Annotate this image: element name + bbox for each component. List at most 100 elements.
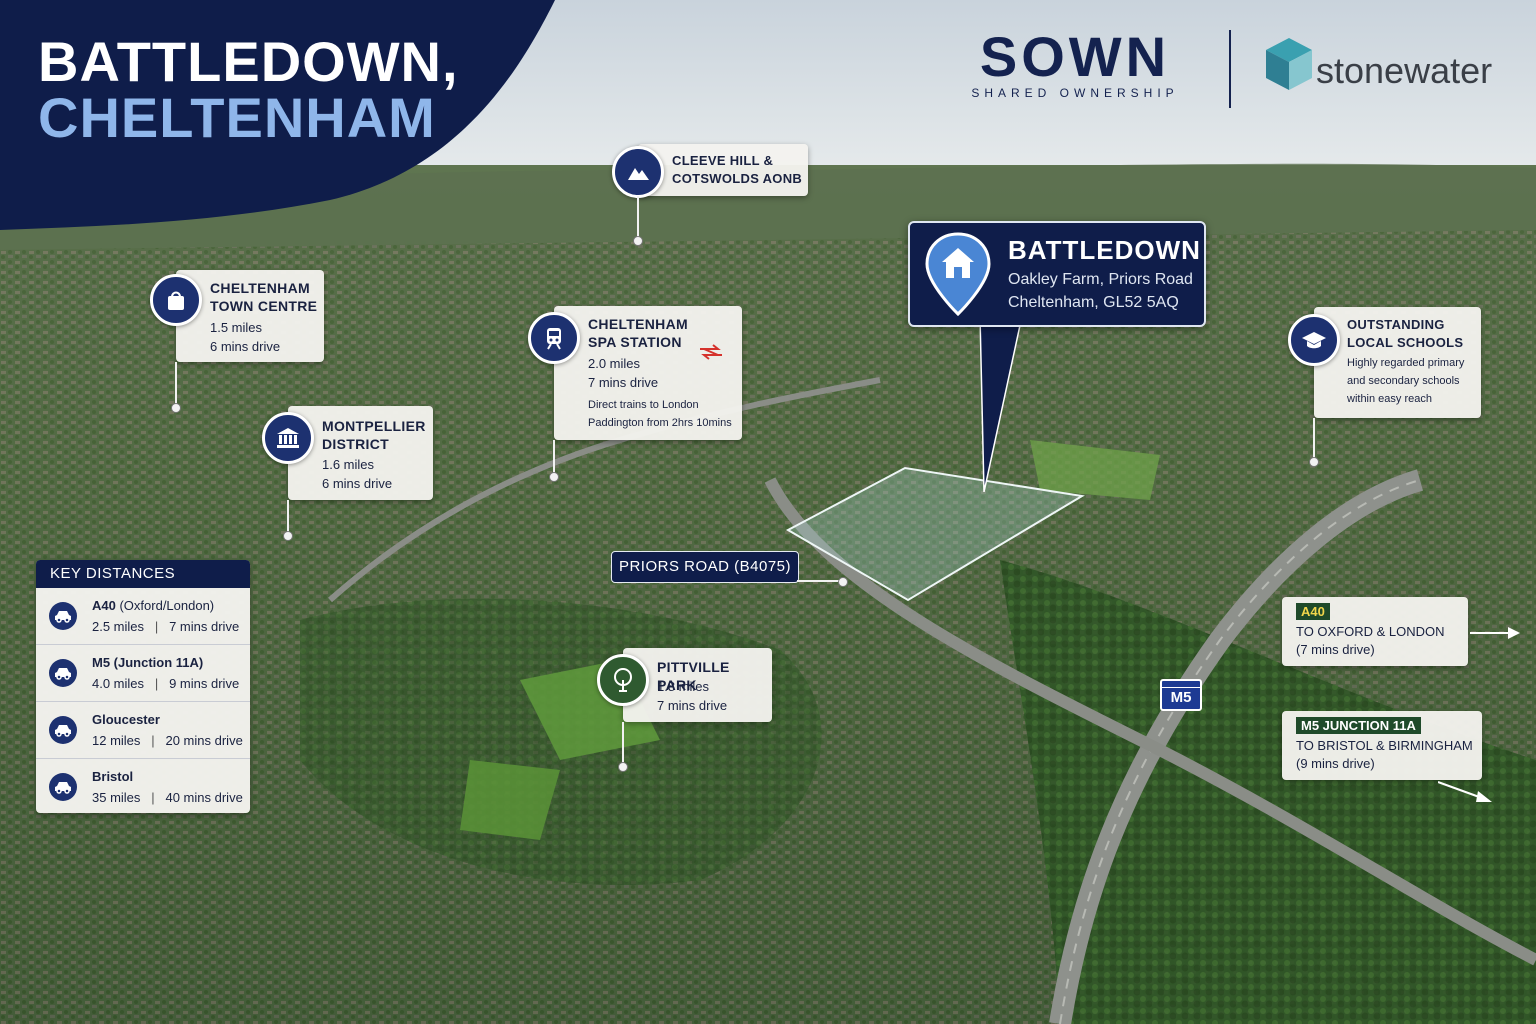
mountain-icon bbox=[612, 146, 664, 198]
key-distance-time: 20 mins drive bbox=[165, 733, 243, 748]
cleeve-title-1: CLEEVE HILL & bbox=[672, 153, 774, 168]
town-time: 6 mins drive bbox=[210, 339, 281, 354]
key-distance-separator: | bbox=[140, 733, 166, 748]
cleeve-title-2: COTSWOLDS AONB bbox=[672, 171, 803, 186]
title-line-1: BATTLEDOWN, bbox=[38, 30, 459, 93]
m5-shield-bar bbox=[1162, 681, 1200, 688]
m5-shield: M5 bbox=[1160, 679, 1202, 711]
station-note-2: Paddington from 2hrs 10mins bbox=[588, 417, 732, 429]
key-distance-row[interactable]: M5 (Junction 11A) 4.0 miles | 9 mins driv… bbox=[36, 645, 250, 702]
marker-town-centre bbox=[171, 403, 181, 413]
key-distance-time: 9 mins drive bbox=[169, 676, 240, 691]
montpellier-title-1: MONTPELLIER bbox=[322, 418, 426, 434]
car-icon bbox=[49, 773, 77, 801]
national-rail-icon bbox=[700, 344, 722, 360]
marker-cleeve bbox=[633, 236, 643, 246]
key-distance-values: 12 miles | 20 mins drive bbox=[92, 733, 243, 748]
schools-title-2: LOCAL SCHOOLS bbox=[1347, 335, 1464, 350]
m5-badge: M5 JUNCTION 11A bbox=[1296, 717, 1421, 734]
callout-pittville-park[interactable]: PITTVILLE PARK 1.8 miles 7 mins drive bbox=[623, 648, 772, 722]
schools-note-3: within easy reach bbox=[1347, 393, 1432, 405]
callout-cleeve-hill[interactable]: CLEEVE HILL & COTSWOLDS AONB bbox=[638, 144, 808, 196]
m5-line-1: TO BRISTOL & BIRMINGHAM bbox=[1296, 738, 1473, 753]
page-title: BATTLEDOWN, CHELTENHAM bbox=[38, 34, 459, 146]
key-distance-time: 7 mins drive bbox=[169, 619, 240, 634]
car-icon bbox=[49, 659, 77, 687]
sown-logo: SOWN SHARED OWNERSHIP bbox=[952, 25, 1198, 101]
title-banner-shape bbox=[0, 0, 555, 230]
key-distance-name-detail: (Oxford/London) bbox=[115, 598, 215, 613]
key-distance-values: 4.0 miles | 9 mins drive bbox=[92, 676, 239, 691]
development-name: BATTLEDOWN bbox=[1008, 235, 1201, 265]
key-distances-heading: KEY DISTANCES bbox=[36, 560, 250, 588]
key-distance-name-main: A40 bbox=[92, 598, 116, 613]
car-icon bbox=[49, 716, 77, 744]
key-distance-time: 40 mins drive bbox=[165, 790, 243, 805]
leader-town-centre bbox=[175, 362, 177, 404]
key-distance-name: Gloucester bbox=[92, 712, 160, 727]
leader-montpellier bbox=[287, 500, 289, 534]
direction-m5[interactable]: M5 JUNCTION 11A TO BRISTOL & BIRMINGHAM … bbox=[1282, 711, 1482, 780]
a40-badge: A40 bbox=[1296, 603, 1330, 620]
montpellier-time: 6 mins drive bbox=[322, 476, 393, 491]
a40-line-1: TO OXFORD & LONDON bbox=[1296, 624, 1445, 639]
key-distance-row[interactable]: A40 (Oxford/London) 2.5 miles | 7 mins dr… bbox=[36, 588, 250, 645]
key-distance-miles: 12 miles bbox=[92, 733, 141, 748]
m5-shield-text: M5 bbox=[1170, 689, 1192, 706]
key-distance-name-main: Bristol bbox=[92, 769, 134, 784]
key-distance-name-main: Gloucester bbox=[92, 712, 160, 727]
key-distance-miles: 2.5 miles bbox=[92, 619, 145, 634]
callout-spa-station[interactable]: CHELTENHAM SPA STATION 2.0 miles 7 mins … bbox=[554, 306, 742, 440]
a40-line-2: (7 mins drive) bbox=[1296, 642, 1375, 657]
logo-divider bbox=[1229, 30, 1231, 108]
stonewater-wordmark: stonewater bbox=[1316, 50, 1493, 91]
key-distance-values: 35 miles | 40 mins drive bbox=[92, 790, 243, 805]
key-distance-row[interactable]: Gloucester 12 miles | 20 mins drive bbox=[36, 702, 250, 759]
pittville-title: PITTVILLE PARK bbox=[657, 659, 730, 693]
key-distance-separator: | bbox=[144, 619, 170, 634]
priors-road-leader bbox=[797, 580, 841, 582]
leader-station bbox=[553, 440, 555, 474]
station-note-1: Direct trains to London bbox=[588, 399, 699, 411]
house-icon bbox=[925, 232, 991, 316]
key-distance-separator: | bbox=[144, 676, 170, 691]
key-distance-name: Bristol bbox=[92, 769, 133, 784]
car-icon bbox=[49, 602, 77, 630]
key-distance-row[interactable]: Bristol 35 miles | 40 mins drive bbox=[36, 759, 250, 813]
direction-a40[interactable]: A40 TO OXFORD & LONDON (7 mins drive) bbox=[1282, 597, 1468, 666]
callout-schools[interactable]: OUTSTANDING LOCAL SCHOOLS Highly regarde… bbox=[1314, 307, 1481, 418]
stonewater-mark-icon bbox=[1266, 38, 1312, 90]
tree-icon bbox=[597, 654, 649, 706]
schools-title-1: OUTSTANDING bbox=[1347, 317, 1445, 332]
sown-tagline: SHARED OWNERSHIP bbox=[971, 86, 1179, 100]
arrow-right-icon bbox=[1470, 627, 1520, 639]
marker-priors-road bbox=[838, 577, 848, 587]
marker-station bbox=[549, 472, 559, 482]
key-distance-separator: | bbox=[140, 790, 166, 805]
title-line-2: CHELTENHAM bbox=[38, 86, 436, 149]
development-address-1: Oakley Farm, Priors Road bbox=[1008, 271, 1193, 288]
schools-note-2: and secondary schools bbox=[1347, 375, 1460, 387]
shopping-bag-icon bbox=[150, 274, 202, 326]
marker-schools bbox=[1309, 457, 1319, 467]
priors-road-label[interactable]: PRIORS ROAD (B4075) bbox=[611, 551, 799, 583]
key-distance-miles: 35 miles bbox=[92, 790, 141, 805]
pittville-distance: 1.8 miles bbox=[657, 679, 710, 694]
graduation-cap-icon bbox=[1288, 314, 1340, 366]
key-distance-name: A40 (Oxford/London) bbox=[92, 598, 214, 613]
key-distances-panel: KEY DISTANCES A40 (Oxford/London) 2.5 mil… bbox=[36, 560, 250, 813]
town-distance: 1.5 miles bbox=[210, 320, 263, 335]
schools-note-1: Highly regarded primary bbox=[1347, 357, 1465, 369]
sown-wordmark: SOWN bbox=[979, 25, 1171, 88]
station-title-2: SPA STATION bbox=[588, 334, 682, 350]
key-distance-values: 2.5 miles | 7 mins drive bbox=[92, 619, 239, 634]
landmark-icon bbox=[262, 412, 314, 464]
pittville-time: 7 mins drive bbox=[657, 698, 728, 713]
callout-montpellier[interactable]: MONTPELLIER DISTRICT 1.6 miles 6 mins dr… bbox=[288, 406, 433, 500]
development-address-2: Cheltenham, GL52 5AQ bbox=[1008, 294, 1179, 311]
town-title-1: CHELTENHAM bbox=[210, 280, 310, 296]
station-title-1: CHELTENHAM bbox=[588, 316, 688, 332]
key-distance-name-main: M5 (Junction 11A) bbox=[92, 655, 204, 670]
callout-town-centre[interactable]: CHELTENHAM TOWN CENTRE 1.5 miles 6 mins … bbox=[176, 270, 324, 362]
station-time: 7 mins drive bbox=[588, 375, 659, 390]
